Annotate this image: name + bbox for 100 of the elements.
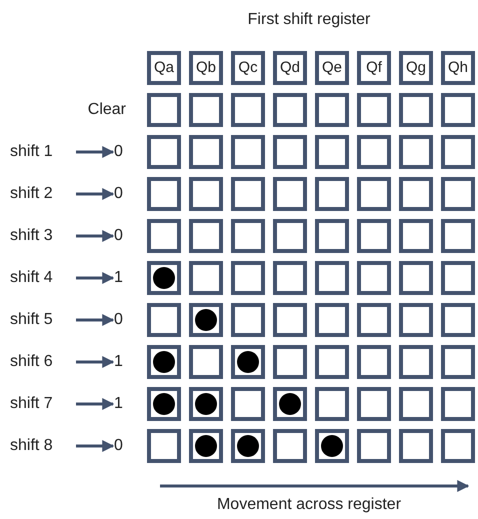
grid-cell — [441, 303, 475, 337]
grid-cell — [315, 429, 349, 463]
arrow — [76, 272, 114, 284]
bit-value: 0 — [114, 142, 126, 162]
bit-value: 1 — [114, 352, 126, 372]
grid-cell — [441, 177, 475, 211]
grid-cell — [357, 303, 391, 337]
dot-marker — [279, 393, 301, 415]
grid-cell — [315, 93, 349, 127]
dot-marker — [153, 267, 175, 289]
grid-cell — [357, 219, 391, 253]
grid-cell — [441, 429, 475, 463]
grid-cell — [189, 345, 223, 379]
grid-cell — [273, 303, 307, 337]
column-header: Qh — [441, 51, 475, 85]
grid-cell — [441, 345, 475, 379]
dot-marker — [195, 309, 217, 331]
grid-cell — [399, 177, 433, 211]
grid-cell — [189, 135, 223, 169]
grid-cell — [147, 429, 181, 463]
grid-cell — [273, 93, 307, 127]
column-header: Qc — [231, 51, 265, 85]
dot-marker — [153, 351, 175, 373]
bit-value: 0 — [114, 184, 126, 204]
grid-cell — [273, 261, 307, 295]
arrow — [76, 314, 114, 326]
grid-cell — [147, 303, 181, 337]
row-label: shift 5 — [10, 310, 76, 330]
column-header: Qb — [189, 51, 223, 85]
grid-cell — [315, 219, 349, 253]
grid-cell — [357, 135, 391, 169]
grid-cell — [231, 219, 265, 253]
arrow — [76, 146, 114, 158]
grid-cell — [441, 261, 475, 295]
column-header: Qf — [357, 51, 391, 85]
row-label: shift 2 — [10, 184, 76, 204]
arrow — [76, 398, 114, 410]
grid-cell — [399, 387, 433, 421]
grid-cell — [357, 261, 391, 295]
axis-caption: Movement across register — [216, 495, 402, 515]
grid-cell — [189, 219, 223, 253]
grid-cell — [315, 261, 349, 295]
dot-marker — [321, 435, 343, 457]
grid-cell — [147, 177, 181, 211]
bit-value: 1 — [114, 394, 126, 414]
row-label: shift 3 — [10, 226, 76, 246]
grid-cell — [315, 177, 349, 211]
bit-value: 0 — [114, 226, 126, 246]
column-header: Qd — [273, 51, 307, 85]
grid-cell — [231, 345, 265, 379]
grid-cell — [147, 387, 181, 421]
grid-cell — [231, 387, 265, 421]
grid-cell — [189, 93, 223, 127]
arrow — [76, 188, 114, 200]
row-label: shift 1 — [10, 142, 76, 162]
grid-cell — [399, 261, 433, 295]
grid-cell — [441, 387, 475, 421]
dot-marker — [195, 435, 217, 457]
column-header: Qe — [315, 51, 349, 85]
grid-cell — [231, 303, 265, 337]
grid-cell — [147, 219, 181, 253]
grid-cell — [231, 93, 265, 127]
row-label: shift 6 — [10, 352, 76, 372]
grid-cell — [273, 177, 307, 211]
grid-cell — [399, 303, 433, 337]
column-header: Qg — [399, 51, 433, 85]
arrow — [76, 230, 114, 242]
grid-cell — [315, 303, 349, 337]
grid-cell — [273, 135, 307, 169]
grid-cell — [357, 429, 391, 463]
grid-cell — [441, 219, 475, 253]
grid-cell — [357, 93, 391, 127]
grid-cell — [399, 93, 433, 127]
grid-cell — [357, 177, 391, 211]
grid-cell — [189, 177, 223, 211]
grid-cell — [231, 177, 265, 211]
arrow — [76, 440, 114, 452]
row-label: shift 7 — [10, 394, 76, 414]
grid-cell — [357, 387, 391, 421]
grid-cell — [147, 261, 181, 295]
dot-marker — [237, 435, 259, 457]
grid-cell — [231, 261, 265, 295]
grid-cell — [399, 219, 433, 253]
grid-cell — [273, 429, 307, 463]
grid-cell — [357, 345, 391, 379]
grid-cell — [189, 261, 223, 295]
grid-cell — [399, 345, 433, 379]
grid-cell — [315, 387, 349, 421]
grid-cell — [315, 135, 349, 169]
grid-cell — [147, 135, 181, 169]
column-header: Qa — [147, 51, 181, 85]
dot-marker — [195, 393, 217, 415]
grid-cell — [441, 93, 475, 127]
bit-value: 0 — [114, 436, 126, 456]
dot-marker — [237, 351, 259, 373]
grid-cell — [189, 429, 223, 463]
grid-cell — [147, 93, 181, 127]
grid-cell — [273, 345, 307, 379]
dot-marker — [153, 393, 175, 415]
grid-cell — [189, 387, 223, 421]
